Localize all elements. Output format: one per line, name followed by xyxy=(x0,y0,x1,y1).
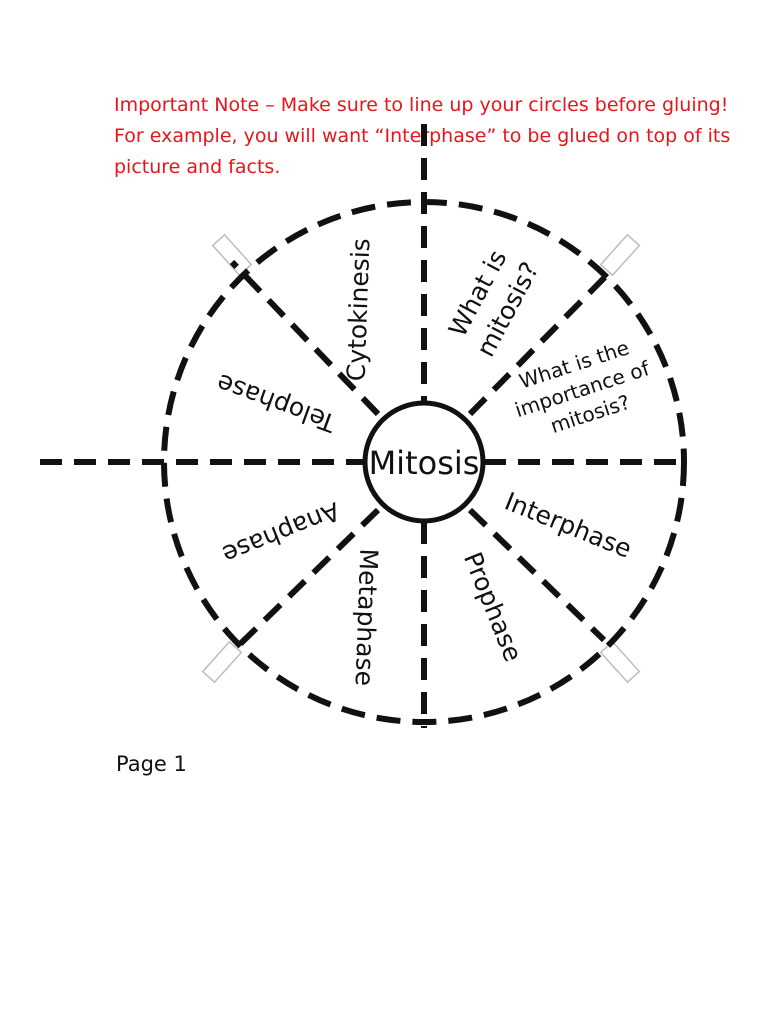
tab-bottom-right xyxy=(599,640,641,684)
divider-lines xyxy=(40,124,684,728)
segment-interphase: Interphase xyxy=(501,487,636,564)
note-line-3: picture and facts. xyxy=(114,156,281,178)
segment-telophase: Telophase xyxy=(213,368,340,438)
tab-marks xyxy=(201,233,641,684)
segment-cytokinesis: Cytokinesis xyxy=(342,238,376,382)
segment-importance-of-mitosis: What is the importance of mitosis? xyxy=(512,335,653,438)
note-line-1: Important Note – Make sure to line up yo… xyxy=(114,94,729,116)
tab-top-right xyxy=(599,233,641,277)
divider-lower-right xyxy=(467,507,607,643)
segment-prophase: Prophase xyxy=(458,548,528,666)
divider-upper-left xyxy=(229,259,381,417)
page-number: Page 1 xyxy=(116,752,187,776)
segment-metaphase: Metaphase xyxy=(350,548,384,686)
tab-bottom-left xyxy=(201,640,243,684)
center-circle xyxy=(362,400,486,524)
segment-what-is-mitosis: What is mitosis? xyxy=(443,245,545,361)
center-label: Mitosis xyxy=(369,444,480,482)
